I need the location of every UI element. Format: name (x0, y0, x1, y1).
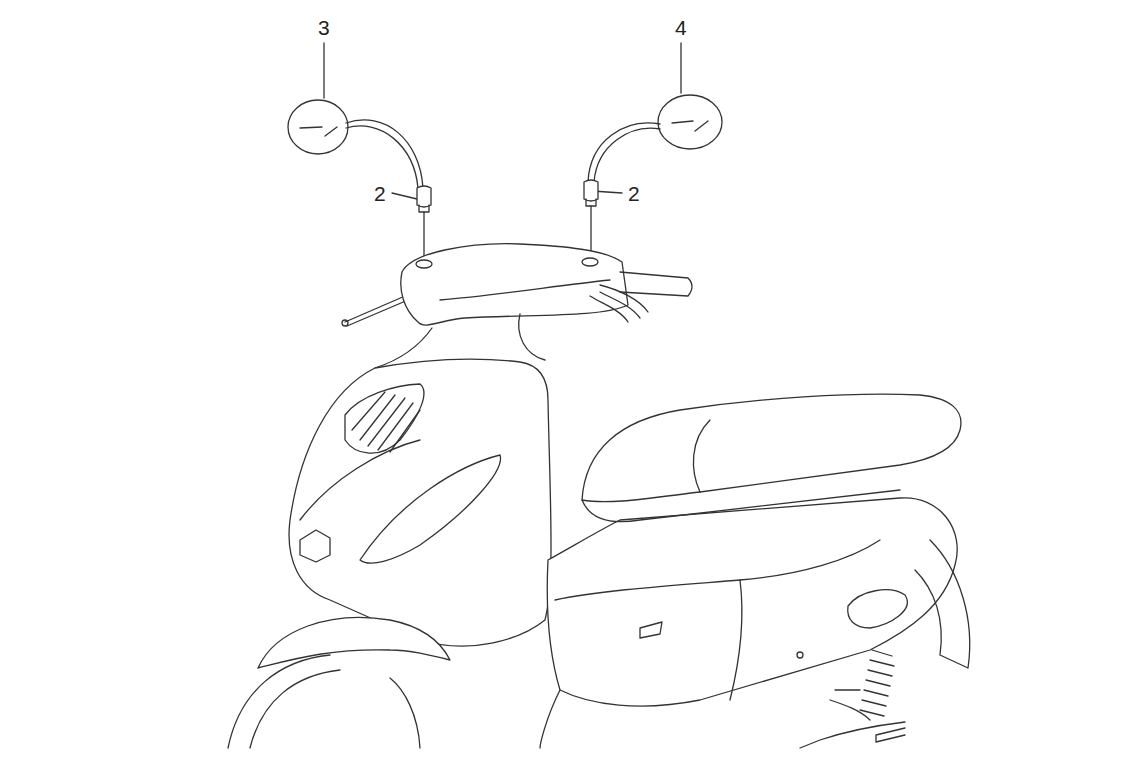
right-mirror-stem (584, 180, 598, 258)
callout-number: 2 (628, 183, 640, 204)
callout-number: 4 (675, 17, 687, 38)
leader-lines (324, 43, 681, 199)
front-wheel (228, 617, 450, 748)
callout-number: 3 (318, 17, 330, 38)
left-mirror (288, 100, 423, 188)
front-body (289, 314, 551, 646)
handlebar (342, 244, 692, 326)
left-mirror-stem (417, 186, 431, 258)
right-mirror (588, 95, 722, 182)
side-body (540, 498, 957, 748)
rear-end (800, 540, 970, 748)
callout-number: 2 (374, 183, 386, 204)
seat (582, 394, 961, 522)
